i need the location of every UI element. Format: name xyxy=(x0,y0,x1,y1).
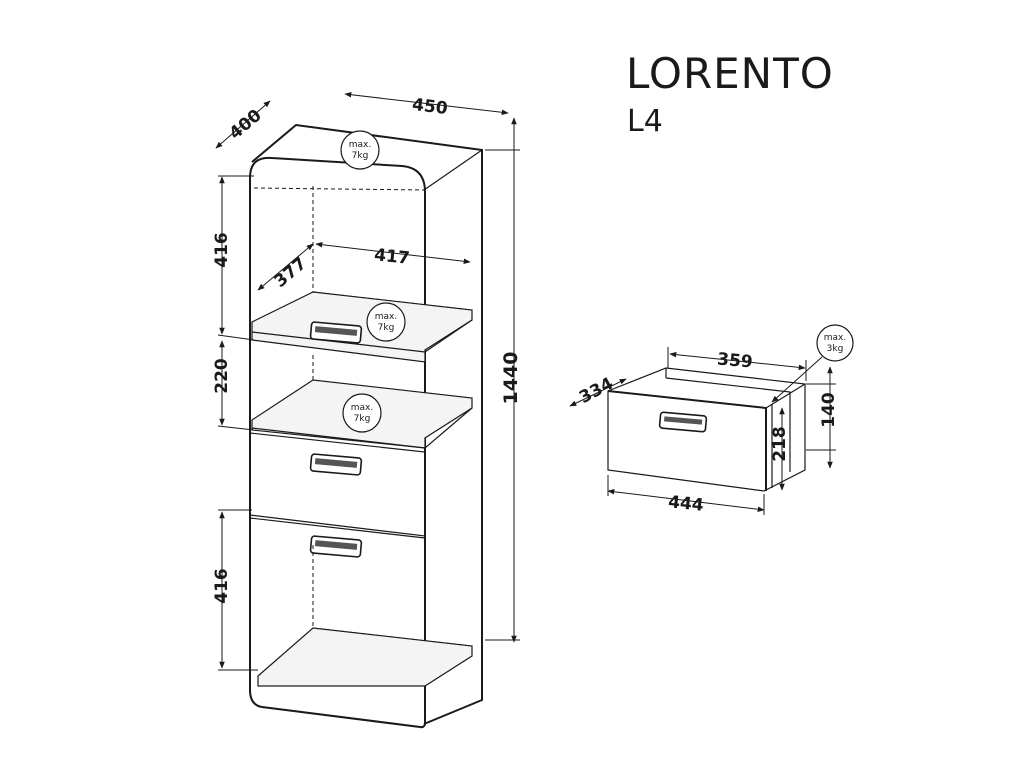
svg-text:450: 450 xyxy=(411,95,449,119)
svg-text:377: 377 xyxy=(271,254,311,292)
svg-text:334: 334 xyxy=(576,374,617,408)
load-label-top: max. 7kg xyxy=(340,130,380,170)
svg-text:max.: max. xyxy=(349,140,371,150)
svg-text:max.: max. xyxy=(351,403,373,413)
drawer-front xyxy=(249,432,426,537)
dim-depth: 400 xyxy=(215,100,271,149)
svg-text:7kg: 7kg xyxy=(378,323,395,333)
svg-text:359: 359 xyxy=(716,349,753,372)
dim-drawer-inner-height: 140 xyxy=(806,366,839,469)
dim-drawer-front-width: 444 xyxy=(607,475,765,516)
upper-shelf xyxy=(251,291,473,363)
dim-lower-section: 416 xyxy=(212,509,258,671)
dim-middle-opening: 220 xyxy=(212,340,255,431)
handle-door xyxy=(309,535,363,558)
svg-text:1440: 1440 xyxy=(500,352,522,405)
model-code: L4 xyxy=(627,104,663,139)
svg-text:7kg: 7kg xyxy=(354,414,371,424)
svg-text:7kg: 7kg xyxy=(352,151,369,161)
dim-inner-depth: 377 xyxy=(257,243,314,292)
drawer-handle xyxy=(658,411,708,433)
upper-hidden-lines xyxy=(253,186,473,311)
svg-text:218: 218 xyxy=(770,426,790,462)
svg-text:max.: max. xyxy=(375,312,397,322)
handle-upper xyxy=(309,321,363,344)
load-label-drawer: max. 3kg xyxy=(771,324,854,403)
bottom-shelf xyxy=(257,627,473,687)
dim-drawer-depth: 334 xyxy=(569,374,627,408)
svg-text:220: 220 xyxy=(212,358,232,394)
load-label-shelf-upper: max. 7kg xyxy=(366,302,406,342)
svg-text:max.: max. xyxy=(824,333,846,343)
load-label-shelf-middle: max. 7kg xyxy=(342,393,382,433)
product-title: LORENTO xyxy=(626,49,834,98)
handle-drawer xyxy=(309,453,363,476)
cabinet-front-frame xyxy=(249,156,426,729)
dim-height: 1440 xyxy=(485,117,522,643)
svg-text:416: 416 xyxy=(212,232,232,268)
dim-drawer-inner-width: 359 xyxy=(667,347,807,381)
dim-upper-opening: 416 xyxy=(212,175,255,341)
svg-text:417: 417 xyxy=(373,245,410,269)
svg-text:3kg: 3kg xyxy=(827,344,844,354)
dim-drawer-front-height: 218 xyxy=(770,407,790,491)
drawer-detail: max. 3kg xyxy=(607,324,854,492)
svg-text:416: 416 xyxy=(212,568,232,604)
svg-text:444: 444 xyxy=(667,492,705,516)
svg-text:400: 400 xyxy=(226,106,266,144)
dim-width: 450 xyxy=(344,91,509,119)
svg-text:140: 140 xyxy=(819,392,839,428)
cabinet-top-edge xyxy=(423,149,483,191)
dim-inner-width: 417 xyxy=(315,241,471,269)
